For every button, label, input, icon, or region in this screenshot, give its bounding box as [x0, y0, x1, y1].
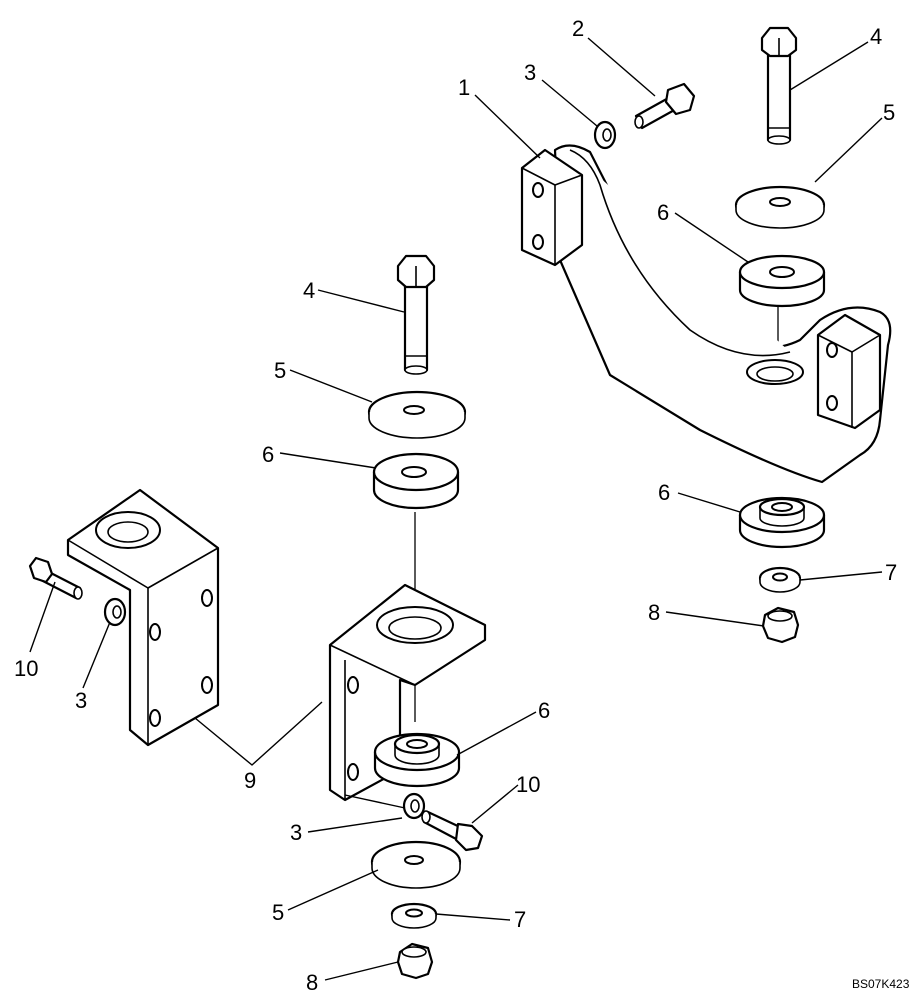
callout-label: 3 — [290, 820, 302, 845]
bracket-part-9 — [328, 583, 487, 802]
callout-label: 6 — [658, 480, 670, 505]
callout-label: 10 — [14, 656, 38, 681]
callout-label: 2 — [572, 16, 584, 41]
figure-code: BS07K423 — [852, 977, 910, 991]
callout-label: 6 — [538, 698, 550, 723]
nut-part-8 — [761, 606, 800, 644]
callout-label: 5 — [274, 358, 286, 383]
rubber-isolator-part-6 — [738, 254, 826, 308]
callout-label: 6 — [262, 442, 274, 467]
leader-lines — [29, 37, 883, 981]
large-washer-part-5 — [734, 185, 826, 229]
callout-label: 9 — [244, 768, 256, 793]
nut-part-8 — [396, 942, 434, 980]
washer-part-3 — [402, 792, 426, 820]
washer-part-3 — [593, 120, 617, 150]
callout-label: 8 — [306, 970, 318, 995]
bolt-part-10 — [28, 556, 83, 600]
callout-label: 4 — [303, 278, 315, 303]
large-washer-part-5 — [367, 390, 467, 439]
washer-part-7 — [758, 566, 802, 593]
callout-label: 4 — [870, 24, 882, 49]
bolt-part-4 — [760, 26, 798, 145]
bracket-part-9 — [66, 488, 220, 747]
bracket-part-1 — [520, 144, 892, 484]
callout-label: 6 — [657, 200, 669, 225]
rubber-isolator-part-6 — [372, 452, 460, 510]
callout-label: 10 — [516, 772, 540, 797]
bolt-part-4 — [396, 254, 436, 375]
callout-label: 3 — [75, 688, 87, 713]
callout-label: 8 — [648, 600, 660, 625]
washer-part-3 — [103, 597, 127, 627]
rubber-isolator-part-6 — [373, 732, 461, 788]
rubber-isolator-part-6 — [738, 496, 826, 549]
bolt-part-2 — [634, 82, 696, 130]
bolt-part-10 — [421, 810, 484, 852]
callout-label: 1 — [458, 75, 470, 100]
callout-label: 3 — [524, 60, 536, 85]
callout-label: 5 — [883, 100, 895, 125]
callout-label: 5 — [272, 900, 284, 925]
large-washer-part-5 — [370, 840, 462, 889]
callout-label: 7 — [885, 560, 897, 585]
washer-part-7 — [390, 902, 438, 929]
callout-label: 7 — [514, 907, 526, 932]
